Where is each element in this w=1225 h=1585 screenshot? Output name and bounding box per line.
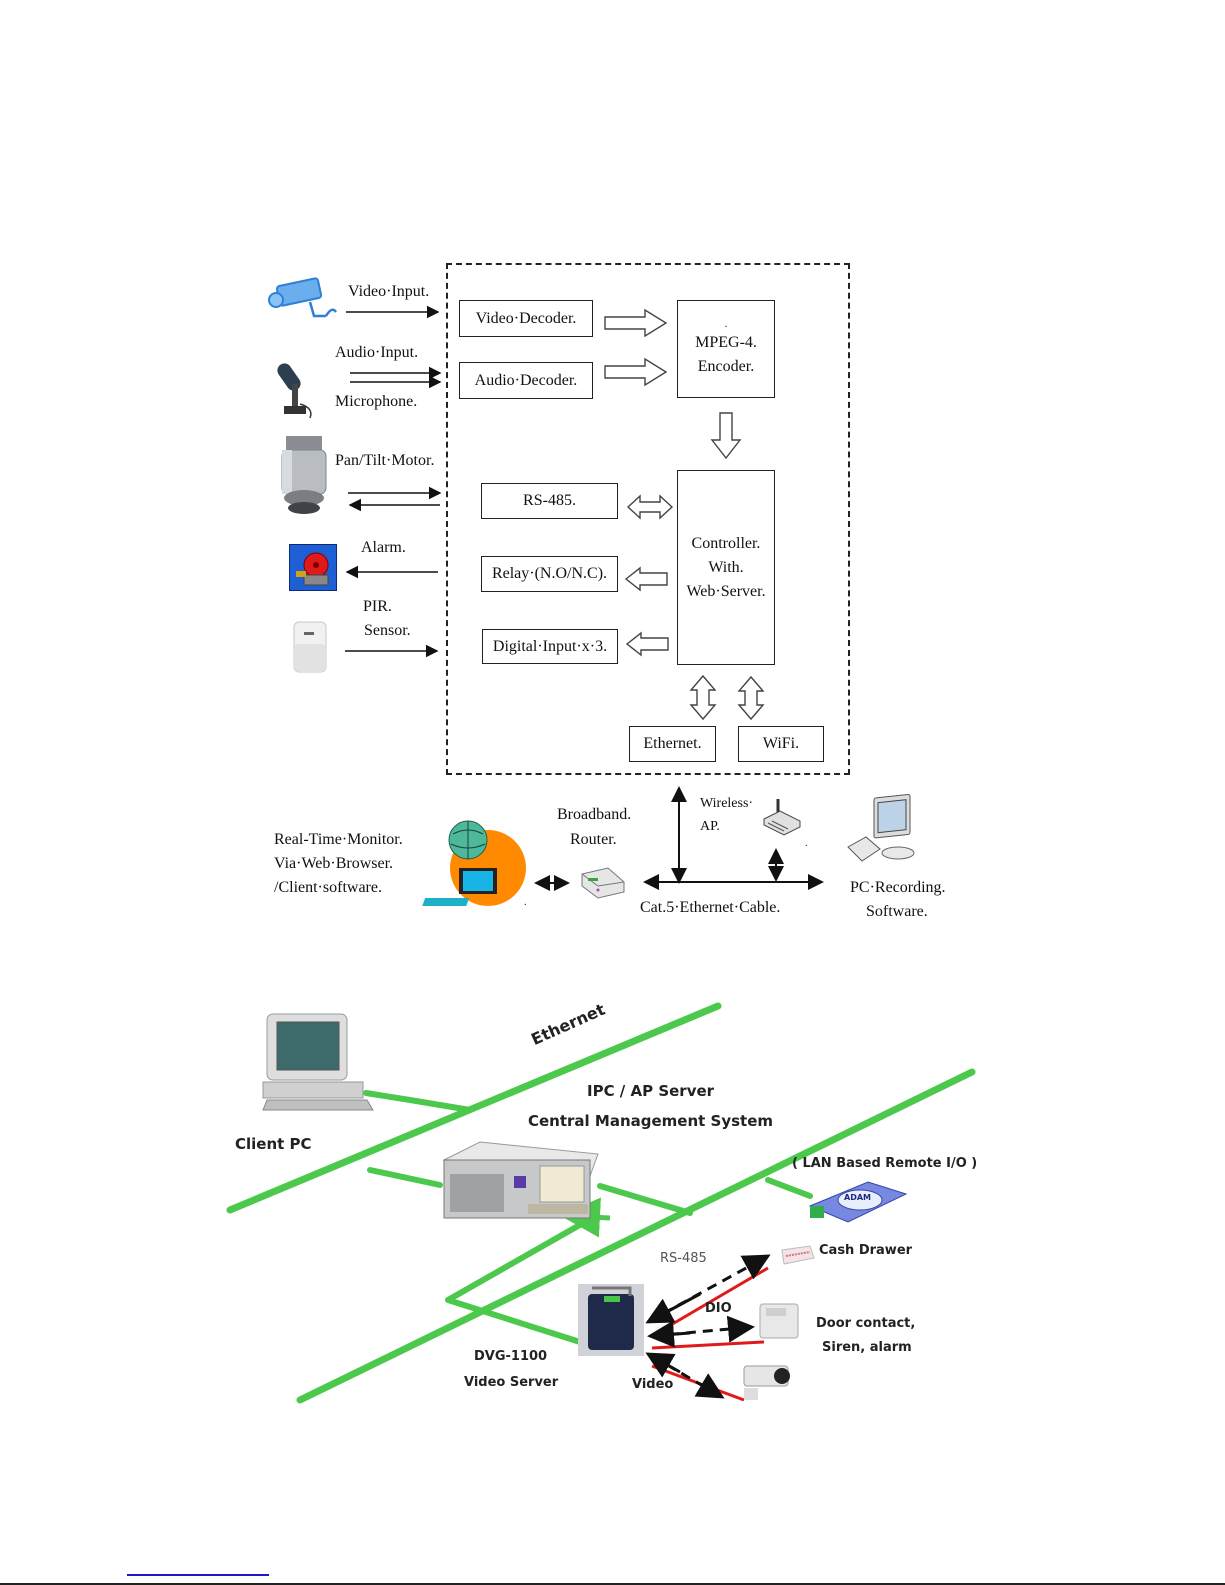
- router-label: Router.: [570, 831, 617, 848]
- web-server-label: Web·Server.: [686, 582, 766, 600]
- ethernet-block: Ethernet.: [629, 726, 716, 762]
- video-input-label: Video·Input.: [348, 283, 430, 300]
- alarm-bell-icon: [289, 544, 337, 591]
- wifi-block: WiFi.: [738, 726, 824, 762]
- with-label: With.: [708, 558, 744, 576]
- video-server-feed: [445, 1215, 595, 1345]
- mpeg4-label: MPEG-4.: [695, 334, 757, 351]
- ethernet-label: Ethernet: [528, 999, 608, 1049]
- audio-decoder-block: Audio·Decoder.: [459, 362, 593, 399]
- client-pc-icon: [262, 1012, 374, 1112]
- ipc-ap-server-icon: [440, 1140, 600, 1222]
- controller-block: Controller. With. Web·Server.: [677, 470, 775, 665]
- server-title-label: IPC / AP Server: [587, 1082, 715, 1100]
- audio-decoder-label: Audio·Decoder.: [474, 371, 578, 389]
- wifi-label: WiFi.: [762, 735, 800, 752]
- digital-input-label: Digital·Input·x·3.: [492, 637, 608, 655]
- wireless-ap-icon: [762, 797, 802, 837]
- mpeg4-mark: .: [724, 319, 728, 330]
- system-boundary: [446, 263, 850, 775]
- video-signal-arrow-back: [645, 1352, 681, 1378]
- microphone-label: Microphone.: [335, 393, 418, 410]
- client-mark: .: [524, 897, 527, 908]
- remote-io-label: ( LAN Based Remote I/O ): [792, 1156, 978, 1171]
- client-pc-link: [363, 1090, 473, 1113]
- sensor-label: Sensor.: [364, 622, 411, 639]
- page-bottom-rule: [0, 1583, 1225, 1585]
- rs485-signal-arrow-back: [645, 1292, 701, 1324]
- pc-recording-label: PC·Recording.: [850, 879, 946, 896]
- dvg-1100-label: DVG-1100: [474, 1349, 548, 1364]
- footer-link-underline[interactable]: [127, 1574, 269, 1576]
- pc-recording-computer-icon: [846, 793, 920, 867]
- broadband-router-icon: [578, 864, 628, 900]
- client-pc-label: Client PC: [235, 1135, 312, 1153]
- dio-signal-arrow-back: [647, 1320, 691, 1348]
- alarm-label: Alarm.: [361, 539, 406, 556]
- pir-sensor-icon: [290, 620, 330, 674]
- siren-alarm-label: Siren, alarm: [822, 1340, 912, 1355]
- ap-label: AP.: [700, 819, 720, 834]
- dio-signal-arrow: [651, 1315, 755, 1343]
- real-time-monitor-label: Real-Time·Monitor.: [274, 831, 403, 848]
- video-decoder-label: Video·Decoder.: [475, 309, 577, 327]
- pir-label: PIR.: [363, 598, 392, 615]
- adam-badge-label: ADAM: [844, 1193, 871, 1202]
- pan-tilt-motor-icon: [278, 434, 330, 516]
- rs485-label: RS-485: [660, 1251, 707, 1266]
- software-label: Software.: [866, 903, 928, 920]
- audio-input-label: Audio·Input.: [335, 344, 419, 361]
- broadband-label: Broadband.: [557, 806, 632, 823]
- adam-remote-io-icon: [808, 1178, 908, 1226]
- video-camera-icon: [266, 276, 342, 322]
- video-label: Video: [632, 1377, 674, 1392]
- relay-block: Relay·(N.O/N.C).: [481, 556, 618, 592]
- dvg-1100-video-server-icon: [578, 1284, 644, 1356]
- video-server-label: Video Server: [464, 1375, 559, 1390]
- door-contact-icon: [756, 1300, 802, 1342]
- dio-label: DIO: [705, 1301, 732, 1316]
- ethernet-label: Ethernet.: [643, 735, 702, 752]
- video-decoder-block: Video·Decoder.: [459, 300, 593, 337]
- server-upper-link: [367, 1167, 443, 1188]
- digital-input-block: Digital·Input·x·3.: [482, 629, 618, 664]
- box-camera-icon: [738, 1362, 794, 1402]
- cash-drawer-icon: [780, 1240, 816, 1268]
- rs485-block: RS-485.: [481, 483, 618, 519]
- rs485-label: RS-485.: [523, 492, 576, 509]
- wireless-ap-mark: .: [805, 838, 808, 849]
- controller-label: Controller.: [691, 534, 761, 552]
- via-web-browser-label: Via·Web·Browser.: [274, 855, 394, 872]
- server-subtitle-label: Central Management System: [528, 1112, 774, 1130]
- door-contact-wire: [651, 1340, 765, 1350]
- door-contact-label: Door contact,: [816, 1316, 916, 1331]
- mpeg4-encoder-block: . MPEG-4. Encoder.: [677, 300, 775, 398]
- ethernet-cable-label: Cat.5·Ethernet·Cable.: [640, 899, 781, 916]
- cash-drawer-label: Cash Drawer: [819, 1243, 913, 1258]
- client-globe-computer-icon: [422, 816, 528, 912]
- relay-label: Relay·(N.O/N.C).: [491, 565, 608, 582]
- remote-io-link: [765, 1177, 813, 1199]
- server-lower-link: [597, 1183, 693, 1216]
- microphone-icon: [274, 358, 324, 420]
- wireless-label: Wireless·: [700, 796, 754, 811]
- client-software-label: /Client·software.: [274, 879, 382, 896]
- pan-tilt-motor-label: Pan/Tilt·Motor.: [335, 452, 435, 469]
- encoder-label: Encoder.: [697, 358, 755, 375]
